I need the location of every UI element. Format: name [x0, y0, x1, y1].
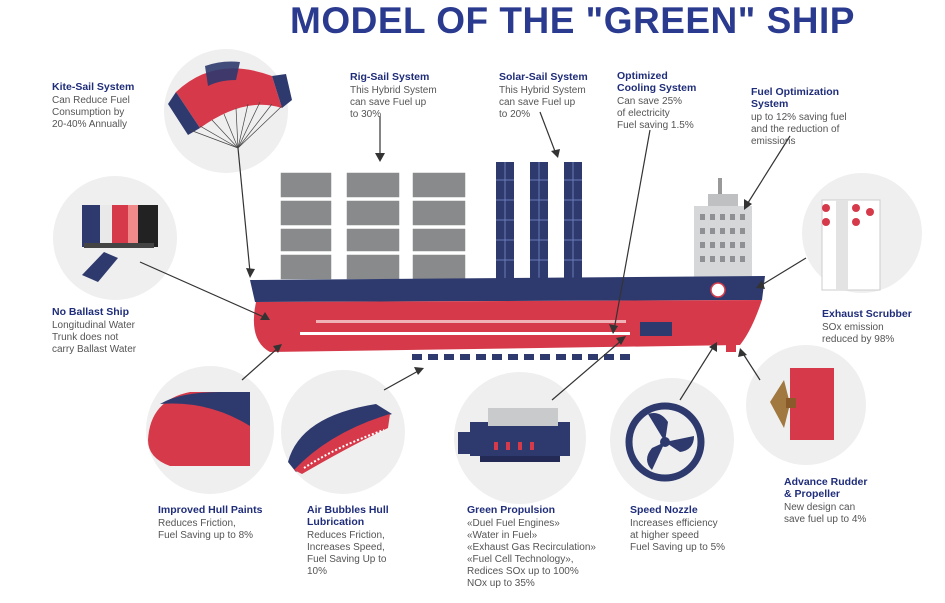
no-ballast-heading: No Ballast Ship [52, 306, 130, 318]
ballast-trunk-icon [82, 205, 158, 282]
exhaust-scrubber-desc: SOx emission reduced by 98% [822, 322, 937, 346]
desc-line: up to 12% saving fuel [751, 112, 847, 123]
desc-line: This Hybrid System [350, 85, 437, 96]
desc-line: at higher speed [630, 530, 699, 541]
bow-hull-icon [148, 392, 250, 466]
desc-line: Fuel Saving up to 8% [158, 530, 254, 541]
desc-line: Redices SOx up to 100% [467, 566, 579, 577]
heading-line: Air Bubbles Hull [307, 504, 389, 516]
desc-line: reduced by 98% [822, 334, 895, 345]
desc-line: emissions [751, 136, 796, 147]
scrubber-icon [821, 199, 881, 291]
desc-line: «Water in Fuel» [467, 530, 538, 541]
desc-line: save fuel up to 4% [784, 514, 867, 525]
heading-line: Lubrication [307, 516, 365, 528]
speed-nozzle-desc: Increases efficiency at higher speed Fue… [630, 518, 750, 554]
desc-line: carry Ballast Water [52, 344, 137, 355]
heading-line: Advance Rudder [784, 476, 868, 488]
desc-line: of electricity [617, 108, 670, 119]
rig-sail-heading: Rig-Sail System [350, 71, 430, 83]
desc-line: SOx emission [822, 322, 884, 333]
desc-line: and the reduction of [751, 124, 840, 135]
heading-line: Optimized [617, 70, 668, 82]
rudder-propeller-desc: New design can save fuel up to 4% [784, 502, 904, 526]
rudder-propeller-label: Advance Rudder & Propeller New design ca… [784, 476, 904, 526]
pointer-arrowheads [246, 149, 765, 375]
desc-line: Fuel saving 1.5% [617, 120, 694, 131]
desc-line: Reduces Friction, [158, 518, 236, 529]
kite-sail-label: Kite-Sail System Can Reduce Fuel Consump… [52, 81, 172, 131]
exhaust-scrubber-label: Exhaust Scrubber SOx emission reduced by… [822, 308, 937, 346]
desc-line: Can Reduce Fuel [52, 95, 130, 106]
page-title: MODEL OF THE "GREEN" SHIP [290, 0, 855, 41]
desc-line: Increases Speed, [307, 542, 385, 553]
no-ballast-desc: Longitudinal Water Trunk does not carry … [52, 320, 172, 356]
desc-line: Fuel Saving up to 5% [630, 542, 726, 553]
solar-sail-label: Solar-Sail System This Hybrid System can… [499, 71, 619, 121]
desc-line: Consumption by [52, 107, 125, 118]
no-ballast-label: No Ballast Ship Longitudinal Water Trunk… [52, 306, 172, 356]
cooling-label: Optimized Cooling System Can save 25% of… [617, 70, 737, 132]
solar-sail-icon [496, 162, 582, 282]
bridge-tower-icon [694, 178, 752, 282]
heading-line: System [751, 98, 789, 110]
kite-sail-desc: Can Reduce Fuel Consumption by 20-40% An… [52, 95, 172, 131]
desc-line: Can save 25% [617, 96, 683, 107]
air-bubbles-heading: Air Bubbles Hull Lubrication [307, 504, 427, 528]
desc-line: can save Fuel up [350, 97, 427, 108]
air-bubble-hull-icon [288, 404, 392, 474]
fuel-optimization-desc: up to 12% saving fuel and the reduction … [751, 112, 891, 148]
hull-paint-heading: Improved Hull Paints [158, 504, 263, 516]
kite-sail-heading: Kite-Sail System [52, 81, 135, 93]
speed-nozzle-label: Speed Nozzle Increases efficiency at hig… [630, 504, 750, 554]
desc-line: 10% [307, 566, 328, 577]
desc-line: Fuel Saving Up to [307, 554, 387, 565]
desc-line: Longitudinal Water [52, 320, 136, 331]
rudder-propeller-icon [770, 368, 834, 440]
desc-line: to 20% [499, 109, 531, 120]
speed-nozzle-heading: Speed Nozzle [630, 504, 698, 516]
green-propulsion-heading: Green Propulsion [467, 504, 556, 516]
green-propulsion-label: Green Propulsion «Duel Fuel Engines» «Wa… [467, 504, 617, 590]
heading-line: Cooling System [617, 82, 697, 94]
cooling-desc: Can save 25% of electricity Fuel saving … [617, 96, 737, 132]
fuel-optimization-heading: Fuel Optimization System [751, 86, 891, 110]
rig-sail-label: Rig-Sail System This Hybrid System can s… [350, 71, 470, 121]
green-propulsion-desc: «Duel Fuel Engines» «Water in Fuel» «Exh… [467, 518, 617, 590]
desc-line: New design can [784, 502, 856, 513]
desc-line: 20-40% Annually [52, 119, 128, 130]
air-bubbles-desc: Reduces Friction, Increases Speed, Fuel … [307, 530, 427, 578]
desc-line: «Exhaust Gas Recirculation» [467, 542, 596, 553]
desc-line: «Fuel Cell Technology», [467, 554, 574, 565]
exhaust-scrubber-heading: Exhaust Scrubber [822, 308, 912, 320]
desc-line: «Duel Fuel Engines» [467, 518, 560, 529]
desc-line: can save Fuel up [499, 97, 576, 108]
air-bubbles-label: Air Bubbles Hull Lubrication Reduces Fri… [307, 504, 427, 578]
desc-line: Trunk does not [52, 332, 119, 343]
hull-paint-desc: Reduces Friction, Fuel Saving up to 8% [158, 518, 288, 542]
hull-paint-label: Improved Hull Paints Reduces Friction, F… [158, 504, 288, 542]
rudder-propeller-heading: Advance Rudder & Propeller [784, 476, 904, 500]
propeller-nozzle-icon [625, 402, 705, 482]
desc-line: to 30% [350, 109, 382, 120]
rig-sail-desc: This Hybrid System can save Fuel up to 3… [350, 85, 470, 121]
solar-sail-desc: This Hybrid System can save Fuel up to 2… [499, 85, 619, 121]
heading-line: Fuel Optimization [751, 86, 840, 98]
desc-line: Increases efficiency [630, 518, 718, 529]
engine-icon [458, 408, 570, 462]
desc-line: NOx up to 35% [467, 578, 535, 589]
kite-sail-icon [168, 61, 292, 149]
cooling-heading: Optimized Cooling System [617, 70, 737, 94]
desc-line: Reduces Friction, [307, 530, 385, 541]
rig-sail-icon [279, 171, 467, 281]
desc-line: This Hybrid System [499, 85, 586, 96]
heading-line: & Propeller [784, 488, 841, 500]
solar-sail-heading: Solar-Sail System [499, 71, 588, 83]
ship-hull [250, 276, 765, 360]
pointer-lines [139, 111, 807, 401]
fuel-optimization-label: Fuel Optimization System up to 12% savin… [751, 86, 891, 148]
